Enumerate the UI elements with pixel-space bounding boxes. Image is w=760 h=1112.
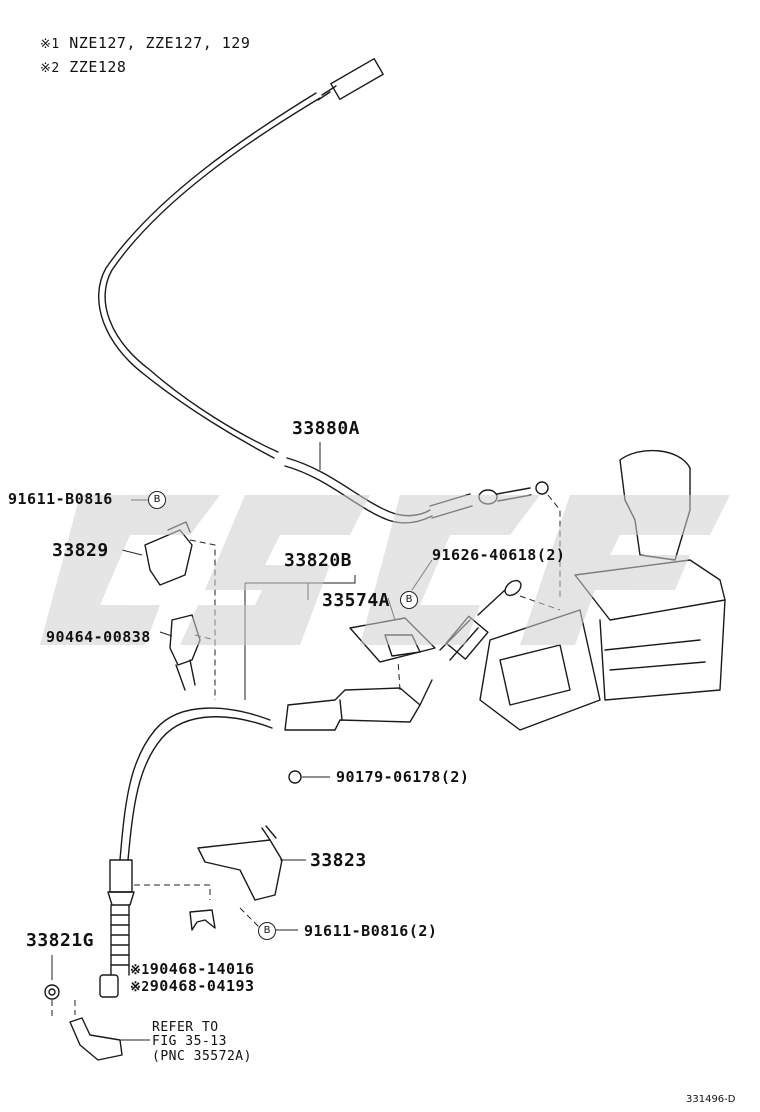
nut-90179 bbox=[288, 770, 302, 784]
clip-90468 bbox=[189, 909, 216, 931]
circle-b-icon-1: B bbox=[148, 491, 166, 509]
label-91611-bottom: 91611-B0816(2) bbox=[304, 922, 438, 940]
note-2: ※2 ZZE128 bbox=[40, 58, 126, 76]
note-2-text: ZZE128 bbox=[69, 58, 127, 76]
label-90468-1: ※190468-14016 bbox=[130, 960, 255, 978]
ref-mark-1: ※1 bbox=[130, 963, 150, 978]
label-33820B: 33820B bbox=[284, 550, 353, 571]
label-91626: 91626-40618(2) bbox=[432, 546, 566, 564]
connecting-rod bbox=[439, 579, 522, 661]
note-1: ※1 NZE127, ZZE127, 129 bbox=[40, 34, 250, 52]
figure-code: 331496-D bbox=[686, 1094, 736, 1105]
label-90179: 90179-06178(2) bbox=[336, 768, 470, 786]
watermark-logo bbox=[40, 495, 730, 645]
note-2-mark: ※2 bbox=[40, 61, 60, 76]
lever-ref-35572A bbox=[69, 1017, 123, 1061]
label-33880A: 33880A bbox=[292, 418, 361, 439]
select-cable-lower bbox=[99, 707, 273, 998]
label-33823: 33823 bbox=[310, 850, 367, 871]
refer-line-1: REFER TO bbox=[152, 1020, 219, 1035]
shift-cable-upper bbox=[98, 58, 549, 524]
label-33821G: 33821G bbox=[26, 930, 95, 951]
bracket-33823 bbox=[197, 825, 283, 901]
note-1-mark: ※1 bbox=[40, 37, 60, 52]
circle-b-icon-3: B bbox=[258, 922, 276, 940]
label-90468-2-text: 90468-04193 bbox=[149, 977, 255, 995]
cable-bracket bbox=[284, 679, 433, 731]
label-33574A: 33574A bbox=[322, 590, 391, 611]
circle-b-icon-2: B bbox=[400, 591, 418, 609]
nut-33821G bbox=[44, 984, 60, 1000]
refer-line-2: FIG 35-13 bbox=[152, 1034, 227, 1049]
refer-line-3: (PNC 35572A) bbox=[152, 1049, 252, 1064]
label-33829: 33829 bbox=[52, 540, 109, 561]
label-90468-1-text: 90468-14016 bbox=[149, 960, 255, 978]
label-90464: 90464-00838 bbox=[46, 628, 151, 646]
label-91611-top: 91611-B0816 bbox=[8, 490, 113, 508]
clip-90464 bbox=[169, 614, 201, 691]
ref-mark-2: ※2 bbox=[130, 980, 150, 995]
note-1-text: NZE127, ZZE127, 129 bbox=[69, 34, 251, 52]
label-90468-2: ※290468-04193 bbox=[130, 977, 255, 995]
